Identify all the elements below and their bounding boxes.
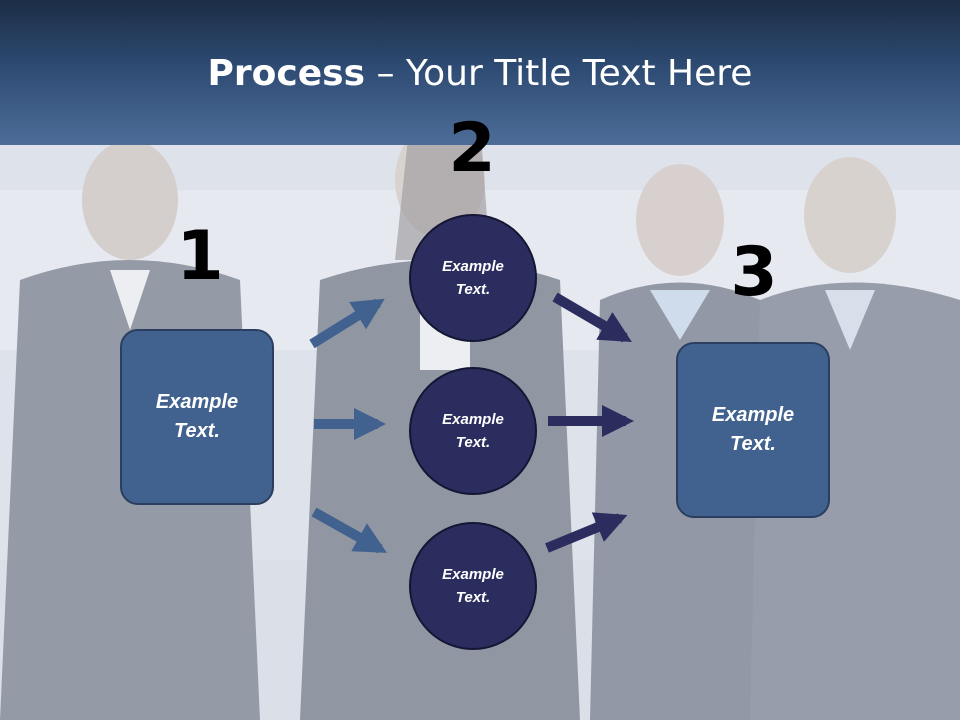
circle-middle: Example Text.: [409, 367, 537, 495]
circle-bottom: Example Text.: [409, 522, 537, 650]
end-box: Example Text.: [676, 342, 830, 518]
arrow-to-circle-bottom: [311, 507, 387, 554]
step-number-3: 3: [730, 233, 778, 312]
circle-top: Example Text.: [409, 214, 537, 342]
step-number-1: 1: [176, 217, 224, 296]
title-bold: Process: [207, 53, 366, 94]
start-box: Example Text.: [120, 329, 274, 505]
title-rest: – Your Title Text Here: [365, 53, 753, 94]
title-bar: [0, 0, 960, 145]
arrow-from-circle-bottom: [545, 512, 628, 553]
step-number-2: 2: [448, 109, 496, 188]
slide-title: Process – Your Title Text Here: [0, 52, 960, 96]
arrow-from-circle-top: [552, 292, 632, 343]
arrow-to-circle-top: [309, 298, 385, 349]
